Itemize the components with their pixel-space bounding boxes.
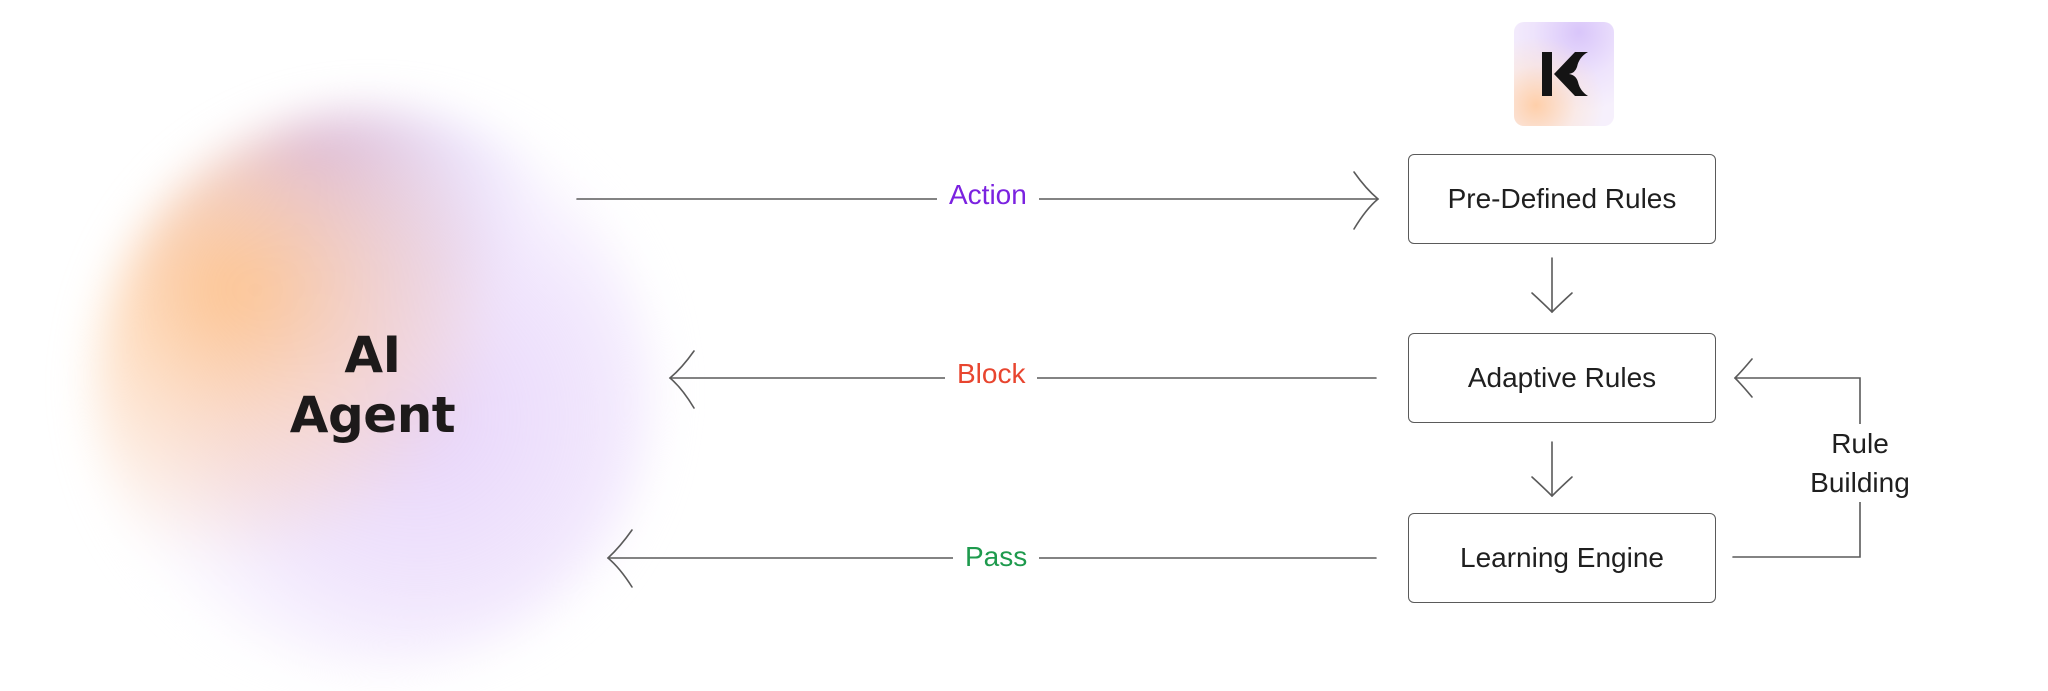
logo-tile	[1514, 22, 1614, 126]
action-arrow-head	[1353, 171, 1380, 230]
pass-arrow-head	[606, 529, 633, 588]
pass-label: Pass	[953, 540, 1040, 574]
rule-building-arrow-head	[1733, 358, 1753, 398]
rule-building-line2: Building	[1810, 467, 1910, 498]
rule-building-label: Rule Building	[1795, 424, 1925, 502]
rule-building-line1: Rule	[1831, 428, 1889, 459]
down-arrow-2-head	[1531, 476, 1573, 498]
block-label: Block	[945, 357, 1038, 391]
agent-title-line1: AI	[344, 326, 401, 384]
predefined-rules-box: Pre-Defined Rules	[1408, 154, 1716, 244]
action-label: Action	[937, 178, 1039, 212]
learning-engine-box: Learning Engine	[1408, 513, 1716, 603]
k-logo-icon	[1542, 52, 1588, 96]
adaptive-rules-box: Adaptive Rules	[1408, 333, 1716, 423]
agent-title: AI Agent	[235, 325, 510, 445]
block-arrow-head	[668, 350, 695, 409]
agent-orb	[95, 110, 655, 670]
agent-title-line2: Agent	[289, 386, 456, 444]
down-arrow-1-head	[1531, 292, 1573, 314]
